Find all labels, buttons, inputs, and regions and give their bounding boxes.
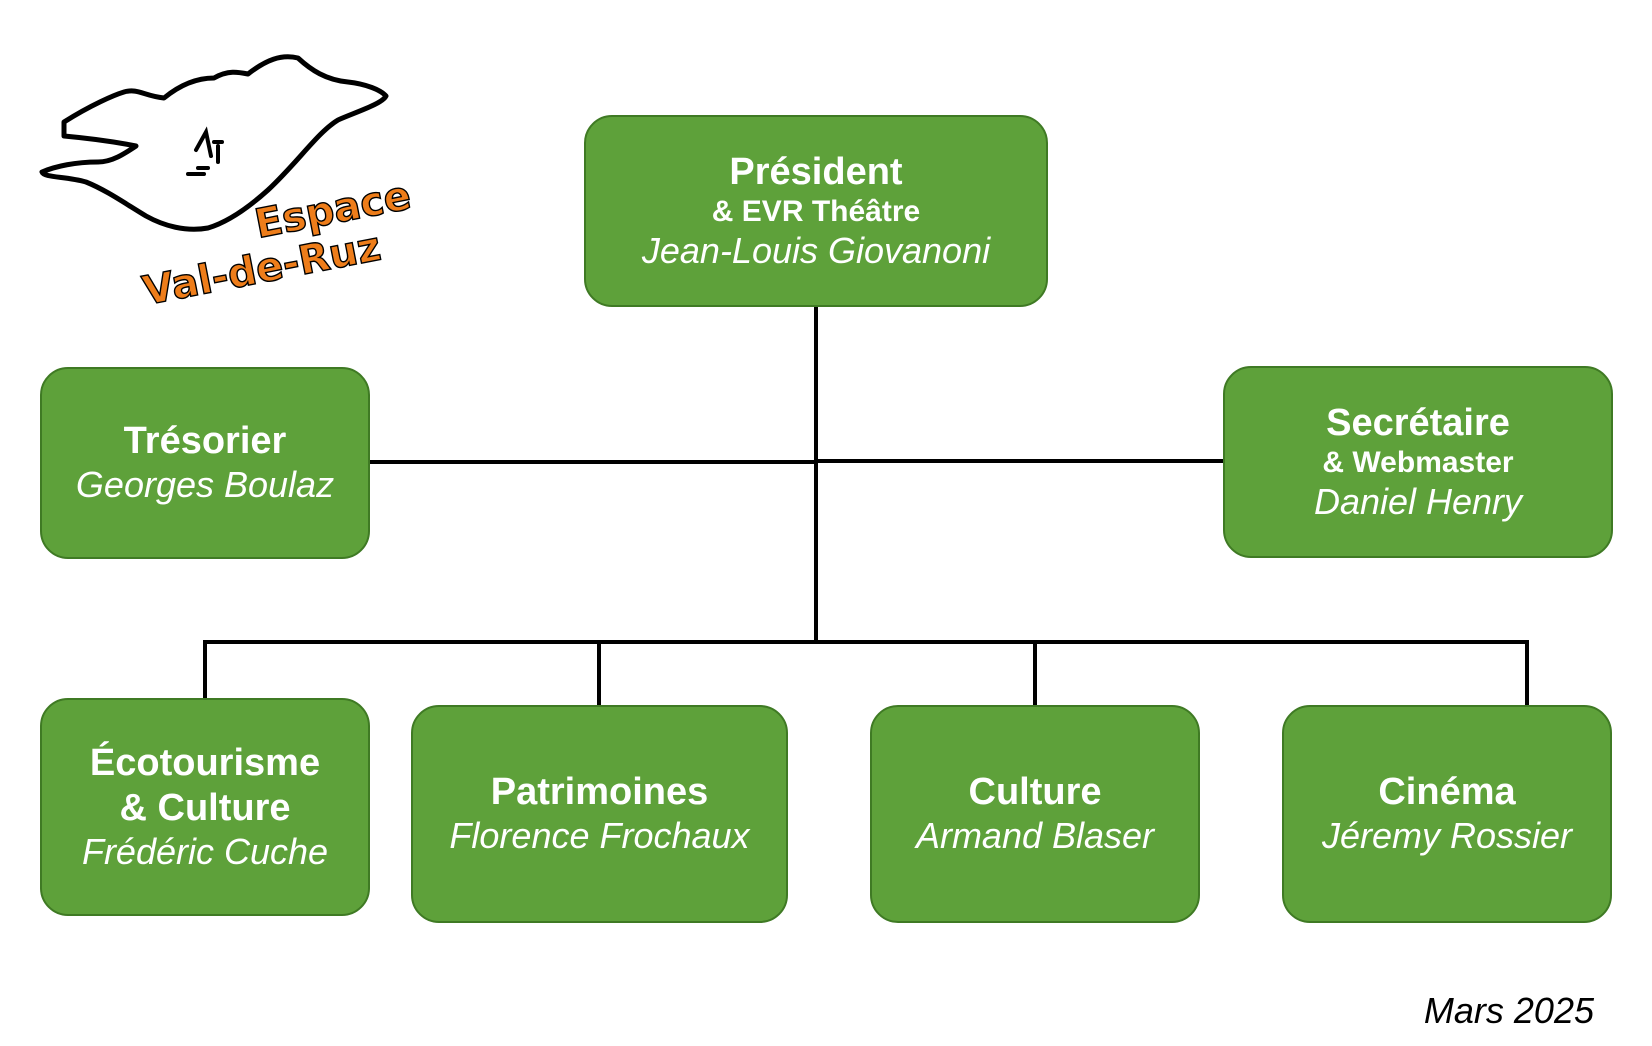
person-name: Florence Frochaux <box>449 815 750 857</box>
secretary-box: Secrétaire & Webmaster Daniel Henry <box>1223 366 1613 558</box>
president-box: Président & EVR Théâtre Jean-Louis Giova… <box>584 115 1048 307</box>
heritage-box: Patrimoines Florence Frochaux <box>411 705 788 923</box>
role-label: Secrétaire <box>1326 401 1510 444</box>
ecotourism-box: Écotourisme & Culture Frédéric Cuche <box>40 698 370 916</box>
espace-val-de-ruz-logo: Espace Val-de-Ruz <box>36 50 436 330</box>
role-subtitle: & EVR Théâtre <box>711 195 921 229</box>
mountain-landscape-icon: Espace Val-de-Ruz <box>39 54 415 316</box>
person-name: Armand Blaser <box>915 815 1155 857</box>
role-label: Culture <box>968 771 1102 814</box>
role-subtitle: & Webmaster <box>1322 446 1514 480</box>
role-label: Trésorier <box>123 420 287 463</box>
role-label-line2: & Culture <box>119 786 291 829</box>
culture-box: Culture Armand Blaser <box>870 705 1200 923</box>
person-name: Frédéric Cuche <box>81 830 329 872</box>
role-label: Écotourisme <box>89 741 321 784</box>
role-label: Patrimoines <box>490 771 709 814</box>
person-name: Georges Boulaz <box>75 464 335 506</box>
person-name: Jéremy Rossier <box>1321 815 1573 857</box>
date-label: Mars 2025 <box>1423 990 1594 1031</box>
person-name: Jean-Louis Giovanoni <box>641 229 991 271</box>
role-label: Cinéma <box>1378 771 1516 814</box>
treasurer-box: Trésorier Georges Boulaz <box>40 367 370 559</box>
person-name: Daniel Henry <box>1313 480 1523 522</box>
role-label: Président <box>729 150 903 193</box>
cinema-box: Cinéma Jéremy Rossier <box>1282 705 1612 923</box>
